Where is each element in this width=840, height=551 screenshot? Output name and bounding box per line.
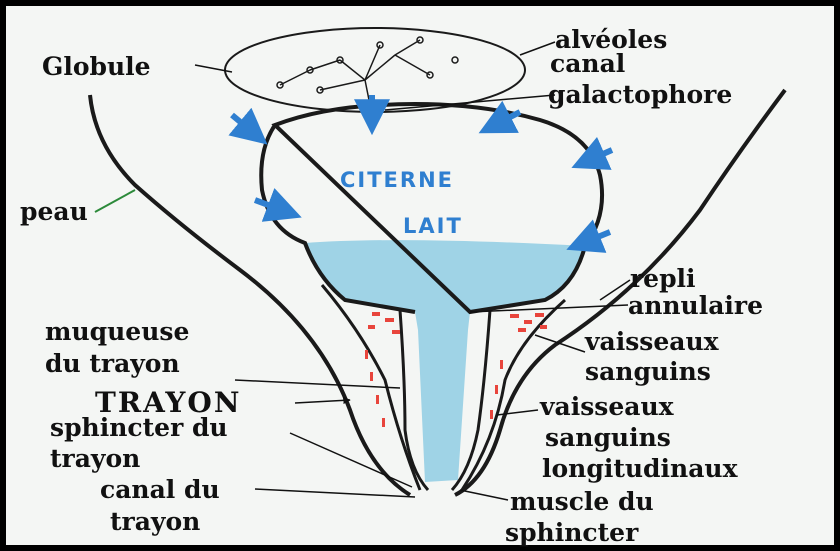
label-citerne: CITERNE <box>340 168 454 192</box>
label-annulaire: annulaire <box>628 291 763 320</box>
label-sanguins-2: sanguins <box>545 423 671 452</box>
milk-fill <box>305 240 585 482</box>
label-trayon-2: trayon <box>50 444 140 473</box>
label-sphincter: sphincter <box>505 518 639 547</box>
alveoles-network <box>277 37 458 105</box>
label-lait: LAIT <box>403 214 463 238</box>
label-canal: canal <box>550 49 625 78</box>
label-longitudinaux: longitudinaux <box>542 454 739 483</box>
label-galactophore: galactophore <box>548 80 732 109</box>
label-sphincter-du: sphincter du <box>50 413 228 442</box>
label-sanguins-1: sanguins <box>585 357 711 386</box>
label-trayon-3: trayon <box>110 507 200 536</box>
label-muscle-du: muscle du <box>510 487 654 516</box>
label-peau: peau <box>20 197 88 226</box>
label-muqueuse: muqueuse <box>45 317 189 346</box>
label-vaisseaux-2: vaisseaux <box>539 392 675 421</box>
label-vaisseaux-1: vaisseaux <box>584 327 720 356</box>
label-globule: Globule <box>42 52 151 81</box>
label-canal-du: canal du <box>100 475 220 504</box>
label-du-trayon-1: du trayon <box>45 349 180 378</box>
label-repli: repli <box>630 264 696 293</box>
